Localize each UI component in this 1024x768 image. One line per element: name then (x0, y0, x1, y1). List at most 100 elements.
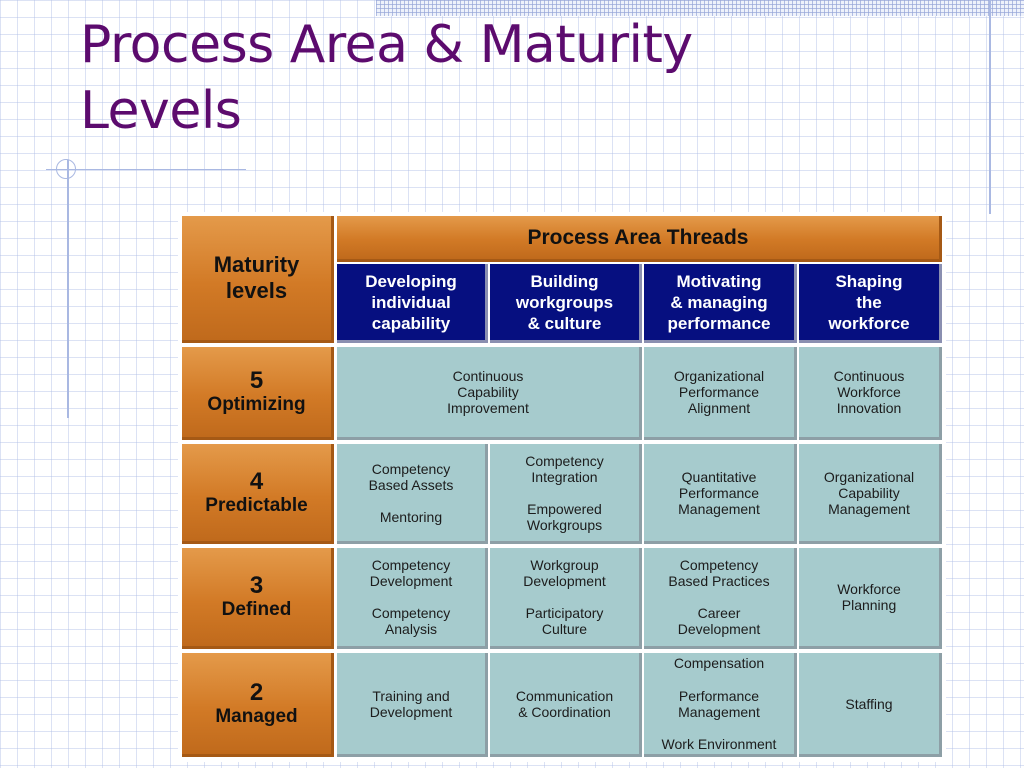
level-number: 2 (249, 678, 264, 706)
thread-line: individual (371, 292, 451, 312)
cell-line: Staffing (845, 695, 893, 712)
cell-line: Empowered (527, 500, 602, 517)
cell-line: Development (677, 621, 761, 637)
thread-line: capability (371, 313, 451, 333)
cell-line: Workgroup (530, 557, 599, 573)
cell-line: Improvement (447, 400, 529, 416)
cell-line: Quantitative (681, 468, 757, 485)
cell-line: Culture (541, 621, 588, 637)
cell-line: Performance (678, 484, 760, 501)
level-name: Managed (215, 705, 298, 727)
cell-line: Career (697, 605, 741, 621)
cell-line: Integration (531, 468, 598, 485)
cell-line: Workgroups (526, 516, 603, 533)
cell-line: Management (828, 500, 910, 517)
process-area-threads-header: Process Area Threads (337, 216, 942, 262)
cell-communication-coordination: Communication & Coordination (490, 653, 642, 757)
cell-organizational-performance-alignment: Organizational Performance Alignment (644, 347, 797, 440)
maturity-table: Maturity levels Process Area Threads Dev… (178, 212, 946, 762)
cell-line: Communication (515, 687, 614, 704)
thread-line: the (856, 292, 882, 312)
thread-shaping-workforce: Shaping the workforce (799, 264, 942, 343)
thread-line: & managing (670, 292, 768, 312)
thread-line: & culture (527, 313, 602, 333)
cell-line: Planning (841, 597, 897, 613)
cell-organizational-capability-management: Organizational Capability Management (799, 444, 942, 544)
cell-line: Competency (371, 557, 451, 573)
cell-line: Competency (371, 605, 451, 621)
cell-line: Compensation (673, 655, 765, 671)
cell-competency-based-assets: Competency Based Assets Mentoring (337, 444, 488, 544)
cell-line: Based Practices (668, 573, 770, 589)
cell-line: & Coordination (518, 703, 611, 720)
title-line-1: Process Area & Maturity (80, 15, 693, 75)
thread-line: Motivating (676, 271, 762, 291)
level-3-defined: 3 Defined (182, 548, 334, 649)
level-name: Optimizing (207, 394, 306, 415)
cell-line: Competency (679, 557, 759, 573)
cell-line: Capability (838, 484, 900, 501)
cell-line: Capability (457, 384, 519, 400)
thread-line: workforce (828, 313, 910, 333)
corner-line: levels (225, 278, 288, 303)
cell-competency-based-practices: Competency Based Practices Career Develo… (644, 548, 797, 649)
cell-line: Participatory (525, 605, 604, 621)
level-number: 3 (249, 572, 264, 599)
cell-line: Performance (678, 687, 760, 704)
cell-line: Workforce (837, 581, 901, 597)
cell-line: Work Environment (661, 736, 777, 752)
cell-line: Alignment (687, 400, 751, 416)
cell-line-group: Performance Management (678, 688, 760, 720)
thread-line: Building (530, 271, 599, 291)
decorative-top-band (376, 0, 1024, 16)
cell-line: Organizational (823, 468, 915, 485)
thread-line: workgroups (515, 292, 614, 312)
cell-line: Development (369, 573, 453, 589)
cell-line: Development (523, 573, 606, 589)
decorative-circle-icon (56, 159, 76, 179)
decorative-vertical-line (989, 0, 991, 214)
cell-line: Continuous (452, 368, 524, 384)
thread-building-workgroups: Building workgroups & culture (490, 264, 642, 343)
cell-line: Analysis (384, 621, 438, 637)
maturity-levels-header: Maturity levels (182, 216, 334, 343)
thread-line: performance (667, 313, 771, 333)
cell-line: Development (369, 703, 453, 720)
thread-line: Developing (365, 271, 457, 291)
level-2-managed: 2 Managed (182, 653, 334, 757)
cell-workforce-planning: Workforce Planning (799, 548, 942, 649)
cell-line: Training and (372, 687, 450, 704)
cell-continuous-capability-improvement: Continuous Capability Improvement (337, 347, 642, 440)
cell-line: Innovation (836, 400, 902, 416)
cell-line: Continuous (833, 368, 905, 384)
slide-title: Process Area & Maturity Levels (80, 12, 693, 144)
cell-quantitative-performance-management: Quantitative Performance Management (644, 444, 797, 544)
cell-line: Management (678, 703, 760, 720)
cell-training-and-development: Training and Development (337, 653, 488, 757)
cell-line: Management (678, 500, 760, 517)
cell-line: Competency (525, 452, 604, 469)
threads-header-label: Process Area Threads (527, 225, 749, 249)
level-number: 5 (249, 367, 264, 394)
level-number: 4 (249, 467, 264, 495)
thread-line: Shaping (835, 271, 903, 291)
cell-competency-development: Competency Development Competency Analys… (337, 548, 488, 649)
thread-motivating-performance: Motivating & managing performance (644, 264, 797, 343)
cell-continuous-workforce-innovation: Continuous Workforce Innovation (799, 347, 942, 440)
cell-line: Competency (371, 460, 451, 477)
level-4-predictable: 4 Predictable (182, 444, 334, 544)
cell-line: Mentoring (379, 508, 443, 525)
cell-workgroup-development: Workgroup Development Participatory Cult… (490, 548, 642, 649)
cell-competency-integration: Competency Integration Empowered Workgro… (490, 444, 642, 544)
cell-line: Organizational (673, 368, 765, 384)
cell-compensation-performance-environment: Compensation Performance Management Work… (644, 653, 797, 757)
level-name: Predictable (205, 494, 308, 516)
cell-line: Performance (678, 384, 760, 400)
decorative-vertical-line-left (67, 160, 69, 418)
title-line-2: Levels (80, 81, 242, 141)
cell-line: Workforce (837, 384, 901, 400)
cell-staffing: Staffing (799, 653, 942, 757)
decorative-horizontal-line (46, 169, 246, 170)
thread-developing-capability: Developing individual capability (337, 264, 488, 343)
corner-line: Maturity (213, 252, 300, 277)
